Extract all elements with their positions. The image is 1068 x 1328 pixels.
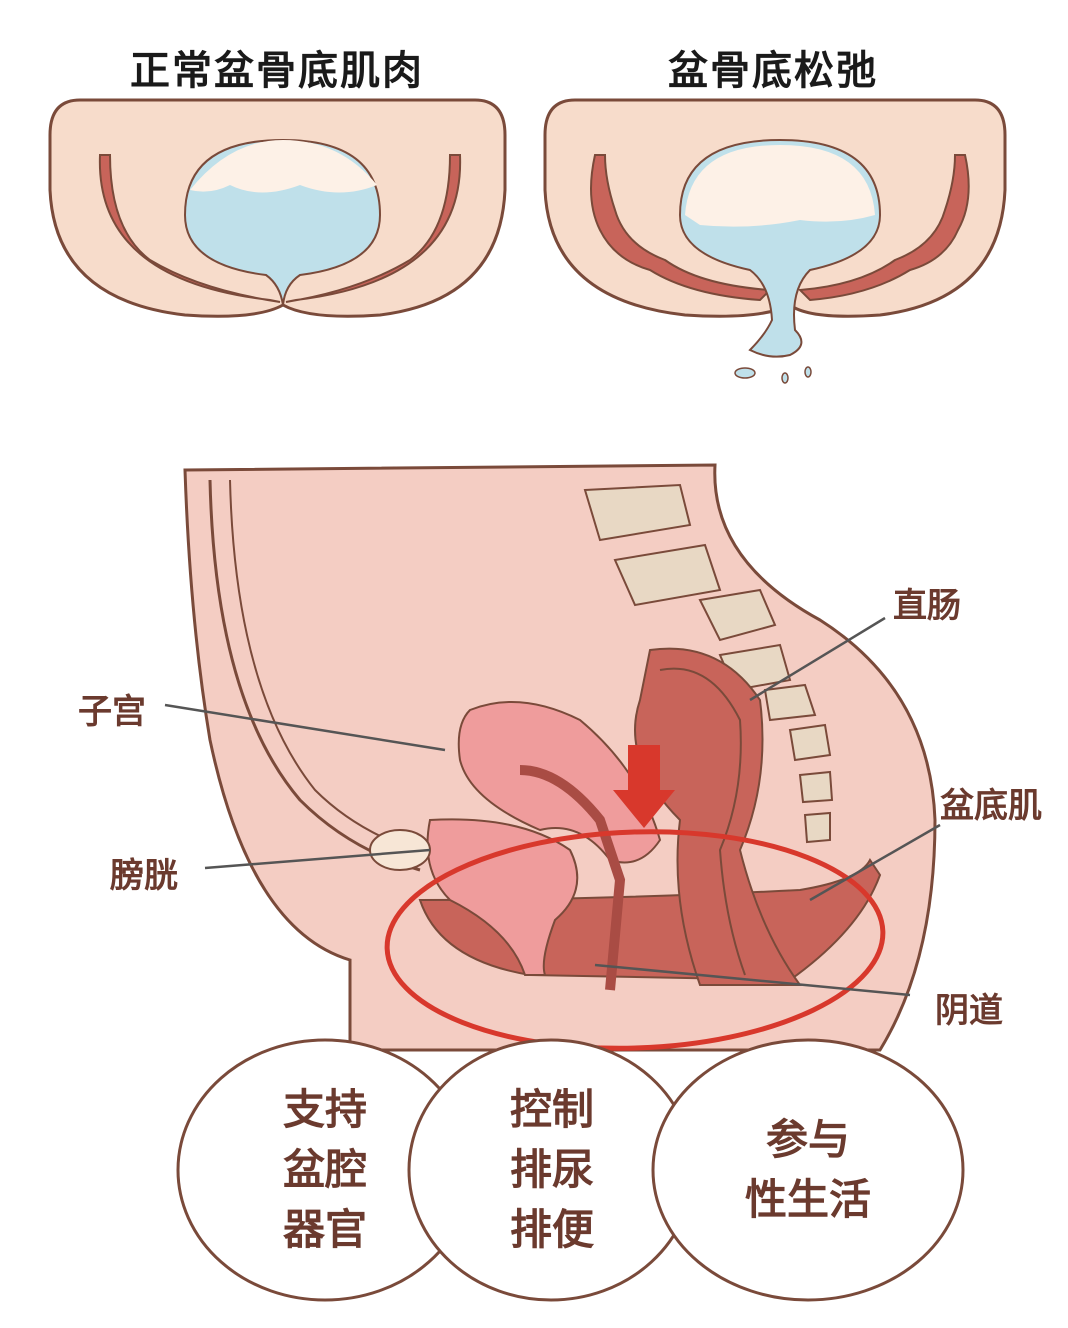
down-arrow-icon [613, 745, 675, 828]
function-text: 排尿 [509, 1145, 594, 1194]
label-rectum: 直肠 [893, 586, 961, 626]
function-support-organs: 支持 盆腔 器官 [225, 1080, 425, 1260]
title-normal-pelvic-floor: 正常盆骨底肌肉 [130, 48, 424, 94]
relaxed-pelvic-floor-diagram [543, 98, 1007, 384]
function-sexual-life: 参与 性生活 [708, 1110, 908, 1230]
pelvic-floor-highlight-ellipse [384, 829, 886, 1051]
bladder [426, 818, 579, 976]
function-text: 支持 [282, 1085, 367, 1134]
label-uterus: 子宫 [78, 692, 146, 732]
label-pelvic-floor: 盆底肌 [940, 786, 1042, 826]
function-text: 盆腔 [282, 1145, 367, 1194]
sagittal-section-diagram [164, 463, 965, 1302]
normal-pelvic-floor-diagram [48, 98, 507, 318]
label-bladder: 膀胱 [110, 856, 178, 896]
function-circles [176, 1038, 965, 1302]
function-text: 控制 [509, 1085, 594, 1134]
function-control-excretion: 控制 排尿 排便 [452, 1080, 652, 1260]
function-text: 性生活 [744, 1175, 871, 1224]
function-text: 参与 [765, 1115, 850, 1164]
title-relaxed-pelvic-floor: 盆骨底松弛 [668, 48, 878, 94]
label-vagina: 阴道 [935, 991, 1003, 1031]
function-text: 排便 [509, 1205, 594, 1254]
function-text: 器官 [282, 1205, 367, 1254]
leader-lines [164, 616, 941, 997]
